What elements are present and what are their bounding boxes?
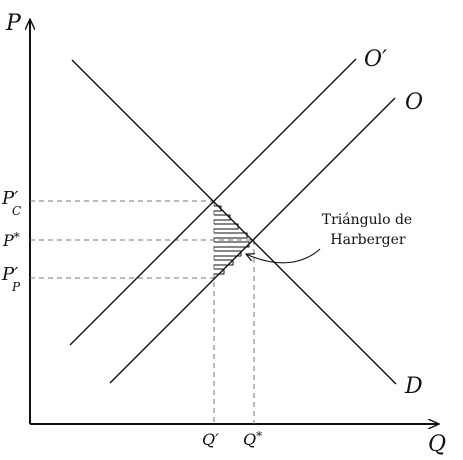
demand-label: D bbox=[404, 374, 423, 399]
hatch-bar bbox=[214, 250, 242, 257]
price-label-pc-sub: C bbox=[12, 204, 21, 218]
annotation-line-2: Harberger bbox=[330, 232, 405, 248]
supply-curve bbox=[109, 97, 396, 384]
price-label-pstar: P* bbox=[2, 230, 20, 250]
quantity-label-qstar: Q* bbox=[243, 429, 262, 449]
price-label-pc: P′ bbox=[1, 188, 18, 209]
supply-shifted-curve bbox=[69, 58, 357, 346]
hatch-bar bbox=[214, 241, 250, 248]
demand-curve bbox=[71, 59, 397, 385]
hatch-bar bbox=[214, 223, 239, 230]
hatch-bar bbox=[214, 232, 248, 239]
hatch-bar bbox=[214, 259, 234, 266]
y-axis-label: P bbox=[5, 11, 22, 36]
annotation-line-1: Triángulo de bbox=[322, 212, 412, 228]
price-label-pp-sub: P bbox=[11, 280, 21, 294]
price-label-pp: P′ bbox=[1, 264, 18, 285]
supply-label: O bbox=[405, 90, 423, 115]
guide-lines bbox=[30, 200, 255, 424]
quantity-label-qprime: Q′ bbox=[202, 430, 219, 449]
x-axis-label: Q bbox=[428, 432, 446, 457]
supply-shifted-label: O′ bbox=[364, 47, 387, 72]
annotation-arrow bbox=[244, 248, 321, 264]
